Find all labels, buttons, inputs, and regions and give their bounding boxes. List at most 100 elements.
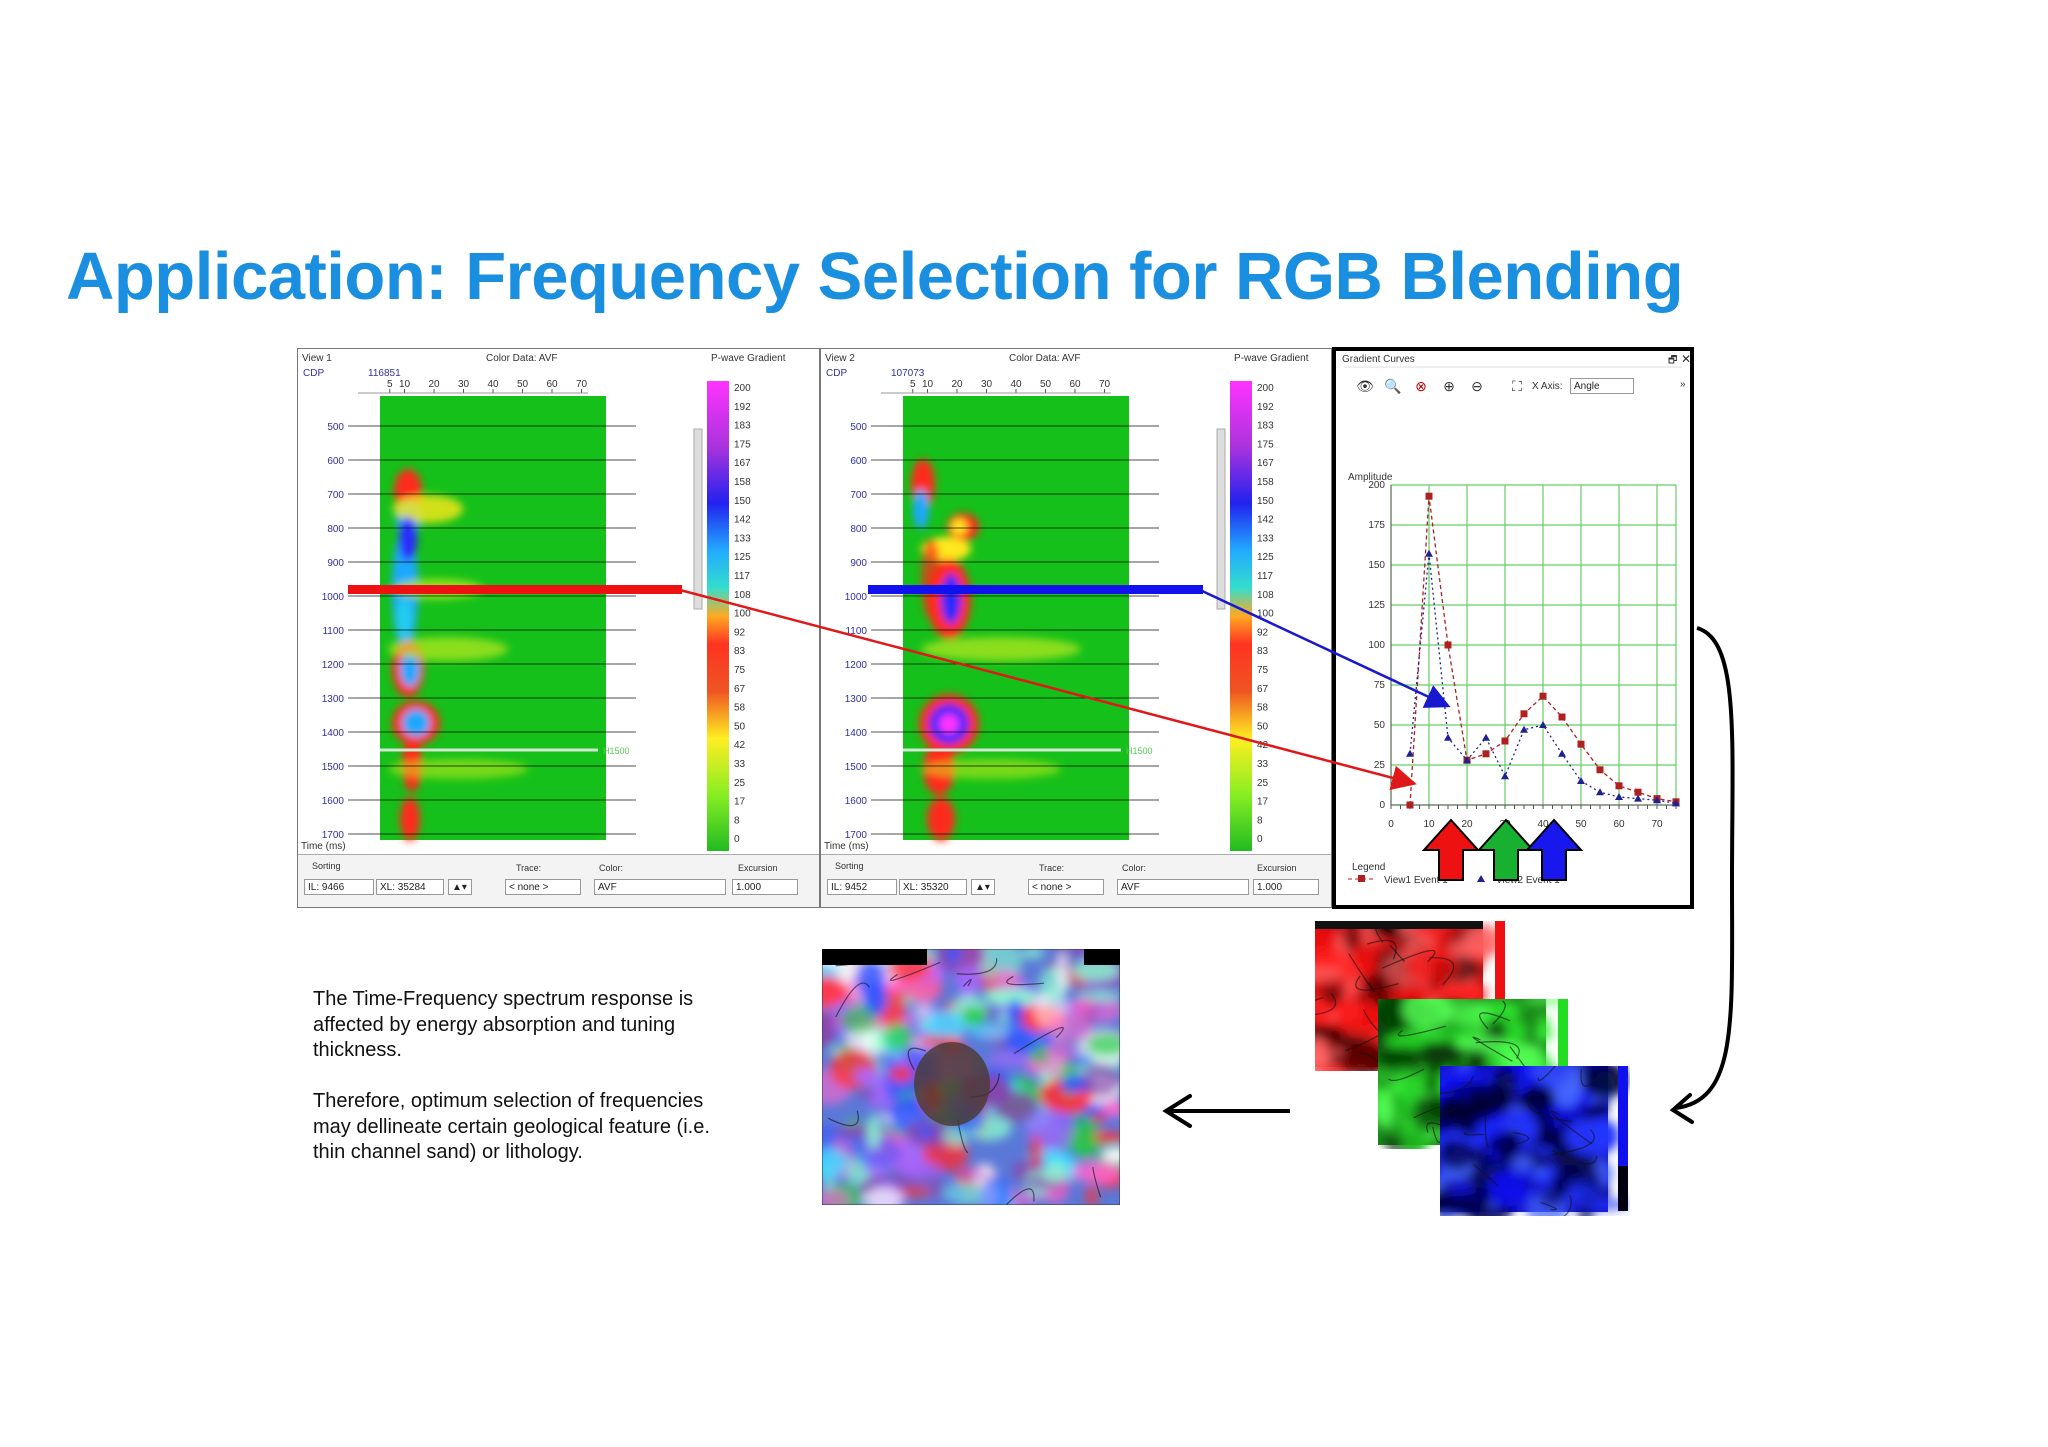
vertical-scrollbar[interactable]: [693, 428, 703, 610]
blue-channel: [1563, 1194, 1572, 1216]
view2-panel: View 2 Color Data: AVF P-wave Gradient C…: [820, 348, 1332, 908]
red-nodata: [1315, 921, 1483, 929]
view1-xl-field[interactable]: XL: 35284: [376, 879, 444, 895]
blue-channel: [1550, 1110, 1593, 1145]
freq-tick-label: 70: [1099, 379, 1111, 390]
colorbar-tick-label: 175: [1257, 439, 1274, 450]
tf-blob: [388, 637, 508, 661]
view1-color-select[interactable]: AVF: [594, 879, 726, 895]
colorbar-tick-label: 200: [1257, 383, 1274, 394]
eye-icon[interactable]: 👁: [1356, 378, 1374, 394]
horizon-label: H1500: [1126, 746, 1153, 756]
description-paragraph-2: Therefore, optimum selection of frequenc…: [313, 1090, 710, 1163]
blue-speck: [1442, 1099, 1480, 1122]
close-icon[interactable]: ✕: [1681, 352, 1692, 366]
blended-speck: [1081, 1062, 1120, 1098]
series2-point: [1615, 793, 1623, 800]
view2-il-field[interactable]: IL: 9452: [827, 879, 897, 895]
x-axis-select[interactable]: Angle: [1570, 378, 1634, 394]
red-channel: [1348, 953, 1375, 993]
blended-nodata-right: [1084, 949, 1120, 965]
green-speck: [1537, 1014, 1550, 1042]
series2-point: [1520, 725, 1528, 733]
zoom-icon[interactable]: 🔍: [1384, 378, 1402, 394]
colorbar-tick-label: 192: [1257, 402, 1274, 413]
time-tick-label: 600: [327, 456, 344, 467]
view2-trace-select[interactable]: < none >: [1028, 879, 1104, 895]
zoom-in-icon[interactable]: ⊕: [1443, 378, 1455, 394]
blue-channel: [1580, 1069, 1595, 1087]
series2-point: [1444, 733, 1452, 741]
view1-il-field[interactable]: IL: 9466: [304, 879, 374, 895]
red-channel: [1382, 949, 1436, 969]
y-tick-label: 100: [1368, 640, 1385, 651]
red-channel: [1315, 996, 1324, 1001]
view1-excursion-label: Excursion: [738, 863, 778, 873]
blue-speck: [1511, 1155, 1534, 1172]
blended-speck: [822, 977, 850, 1007]
blended-speck: [953, 965, 986, 992]
blended-channel: [1006, 975, 1045, 986]
view2-color-select[interactable]: AVF: [1117, 879, 1249, 895]
colorbar-tick-label: 25: [1257, 778, 1269, 789]
blended-speck: [822, 1189, 850, 1205]
blue-colorbar: [1618, 1066, 1628, 1211]
blended-speck: [1072, 959, 1120, 982]
y-tick-label: 200: [1368, 480, 1385, 491]
tf-blob: [939, 714, 959, 734]
blended-speck: [980, 1174, 1013, 1205]
green-channel: [1475, 1041, 1520, 1059]
blended-dark-core: [914, 1042, 990, 1126]
green-speck: [1378, 1051, 1410, 1070]
vertical-scrollbar[interactable]: [1216, 428, 1226, 610]
time-tick-label: 500: [850, 422, 867, 433]
zoom-reset-icon[interactable]: ⊗: [1415, 378, 1427, 394]
colorbar-tick-label: 33: [734, 759, 746, 770]
series1-point: [1596, 766, 1604, 774]
colorbar-tick-label: 33: [1257, 759, 1269, 770]
view2-sorting-label: Sorting: [835, 861, 864, 871]
view2-xl-field[interactable]: XL: 35320: [899, 879, 967, 895]
view2-excursion-field[interactable]: 1.000: [1253, 879, 1319, 895]
view1-title: View 1: [302, 353, 332, 364]
blended-speck: [904, 1160, 942, 1180]
red-channel: [1315, 992, 1337, 1015]
fit-icon[interactable]: ⛶: [1512, 378, 1522, 394]
view1-excursion-field[interactable]: 1.000: [732, 879, 798, 895]
zoom-out-icon[interactable]: ⊖: [1471, 378, 1483, 394]
legend-view1: View1 Event 1: [1384, 875, 1448, 886]
y-tick-label: 175: [1368, 520, 1385, 531]
series1-point: [1425, 492, 1433, 500]
colorbar-tick-label: 125: [1257, 552, 1274, 563]
tf-blob: [921, 637, 1081, 661]
restore-icon[interactable]: 🗗: [1668, 355, 1678, 366]
series2-point: [1653, 796, 1661, 804]
view1-cdp-value: 116851: [368, 368, 401, 379]
view1-tool-button[interactable]: ▲▾: [448, 879, 472, 895]
tf-blob: [927, 797, 955, 841]
series1-point: [1558, 713, 1566, 721]
colorbar-tick-label: 92: [734, 627, 746, 638]
y-tick-label: 25: [1374, 760, 1386, 771]
green-speck: [1421, 1043, 1465, 1067]
colorbar-tick-label: 133: [734, 533, 751, 544]
colorbar-tick-label: 200: [734, 383, 751, 394]
view2-color-label: Color:: [1122, 863, 1147, 873]
colorbar-tick-label: 83: [734, 646, 746, 657]
red-speck: [1405, 947, 1459, 985]
view1-trace-select[interactable]: < none >: [505, 879, 581, 895]
x-tick-label: 20: [1461, 819, 1473, 830]
y-tick-label: 150: [1368, 560, 1385, 571]
legend-view2-marker: [1477, 875, 1485, 882]
green-channel: [1479, 1012, 1511, 1030]
freq-tick-label: 70: [576, 379, 588, 390]
red-channel: [1429, 957, 1455, 985]
time-axis-label: Time (ms): [824, 841, 869, 852]
x-tick-label: 60: [1613, 819, 1625, 830]
toolbar-overflow-icon[interactable]: »: [1680, 379, 1686, 390]
view2-tool-button[interactable]: ▲▾: [971, 879, 995, 895]
colorbar-tick-label: 108: [734, 590, 751, 601]
